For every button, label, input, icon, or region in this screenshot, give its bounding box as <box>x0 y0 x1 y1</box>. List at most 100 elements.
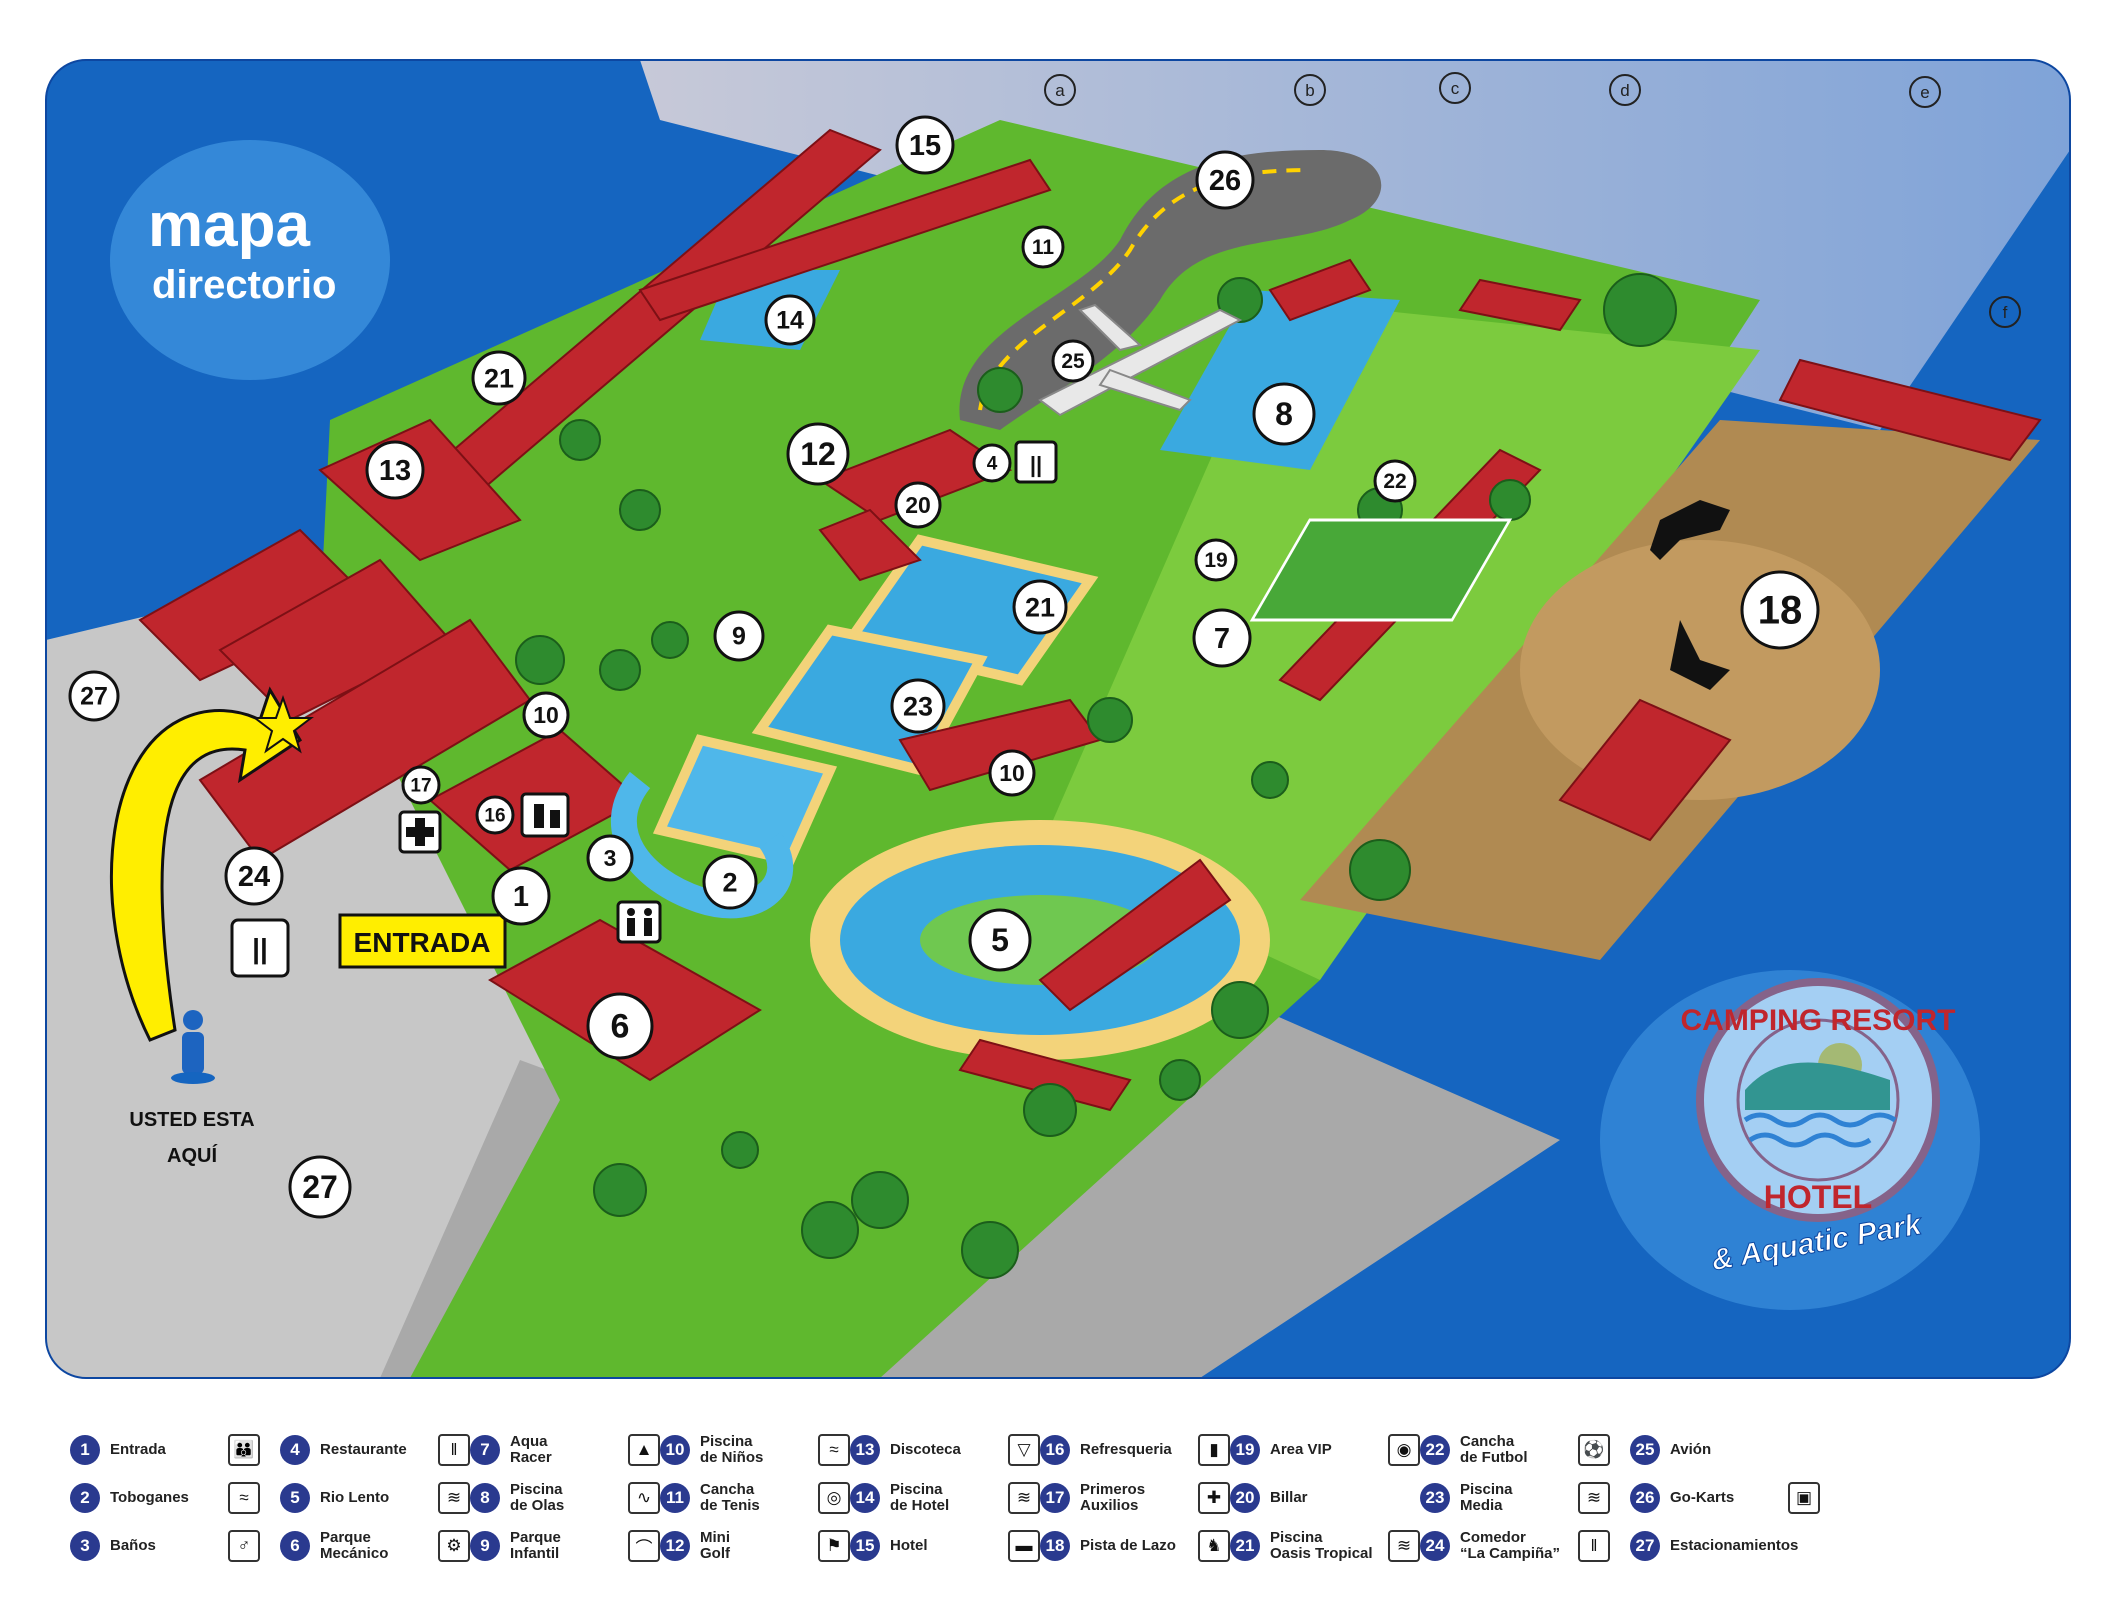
person-icon: ◉ <box>1388 1434 1420 1466</box>
map-marker-5[interactable]: 5 <box>968 908 1032 972</box>
svg-text:10: 10 <box>999 760 1025 786</box>
water-slide <box>610 771 794 919</box>
swimmer-icon: ≋ <box>1008 1482 1040 1514</box>
map-marker-10[interactable]: 10 <box>522 691 570 739</box>
legend-number: 8 <box>470 1483 500 1513</box>
kids-pool-icon: ≈ <box>818 1434 850 1466</box>
legend-label: Mini Golf <box>700 1529 730 1562</box>
map-marker-20[interactable]: 20 <box>894 481 942 529</box>
map-marker-3[interactable]: 3 <box>586 834 634 882</box>
map-marker-16[interactable]: 16 <box>475 795 515 835</box>
svg-text:13: 13 <box>379 455 411 487</box>
grid-letter-d: d <box>1609 74 1641 106</box>
legend-item-27: 27 Estacionamientos <box>1630 1526 1799 1566</box>
map-marker-19[interactable]: 19 <box>1194 538 1238 582</box>
legend-label: Pista de Lazo <box>1080 1537 1176 1554</box>
map-marker-9[interactable]: 9 <box>713 610 765 662</box>
map-title-line1: mapa <box>148 191 310 260</box>
svg-text:c: c <box>1451 79 1460 98</box>
map-marker-27[interactable]: 27 <box>68 670 120 722</box>
map-marker-21[interactable]: 21 <box>1012 579 1068 635</box>
map-marker-25[interactable]: 25 <box>1051 339 1095 383</box>
legend-number: 11 <box>660 1483 690 1513</box>
swimmer-icon: ≋ <box>1388 1530 1420 1562</box>
legend-number: 19 <box>1230 1435 1260 1465</box>
map-marker-7[interactable]: 7 <box>1192 608 1252 668</box>
svg-text:17: 17 <box>410 775 431 796</box>
map-restaurant-4-icon: || <box>1014 440 1058 484</box>
map-marker-21[interactable]: 21 <box>471 350 527 406</box>
legend-number: 15 <box>850 1531 880 1561</box>
map-marker-8[interactable]: 8 <box>1252 382 1316 446</box>
map-marker-12[interactable]: 12 <box>786 422 850 486</box>
grid-letter-b: b <box>1294 74 1326 106</box>
map-marker-23[interactable]: 23 <box>890 678 946 734</box>
legend-label: Piscina de Niños <box>700 1433 764 1466</box>
map-marker-17[interactable]: 17 <box>401 765 441 805</box>
map-marker-1[interactable]: 1 <box>491 866 551 926</box>
legend-label: Go-Karts <box>1670 1489 1735 1506</box>
map-marker-22[interactable]: 22 <box>1373 459 1417 503</box>
svg-text:4: 4 <box>987 453 998 474</box>
legend-label: Comedor “La Campiña” <box>1460 1529 1561 1562</box>
map-marker-2[interactable]: 2 <box>702 854 758 910</box>
legend-label: Estacionamientos <box>1670 1537 1799 1554</box>
svg-text:||: || <box>1030 452 1042 477</box>
map-marker-18[interactable]: 18 <box>1740 570 1820 650</box>
logo-splash <box>1600 970 1980 1310</box>
legend-label: Entrada <box>110 1441 166 1458</box>
drink-icon: ▮ <box>1198 1434 1230 1466</box>
legend-label: Refresqueria <box>1080 1441 1172 1458</box>
svg-text:26: 26 <box>1209 165 1241 197</box>
svg-text:5: 5 <box>991 922 1009 958</box>
map-marker-6[interactable]: 6 <box>586 992 654 1060</box>
legend-number: 25 <box>1630 1435 1660 1465</box>
entrance-label: ENTRADA <box>354 927 491 958</box>
legend-number: 23 <box>1420 1483 1450 1513</box>
svg-text:b: b <box>1305 81 1314 100</box>
legend-label: Aqua Racer <box>510 1433 552 1466</box>
map-marker-11[interactable]: 11 <box>1021 225 1065 269</box>
legend-number: 27 <box>1630 1531 1660 1561</box>
legend-label: Rio Lento <box>320 1489 390 1506</box>
svg-text:3: 3 <box>604 845 617 871</box>
svg-text:8: 8 <box>1275 396 1293 432</box>
logo-arc-top: CAMPING RESORT <box>1680 1004 1955 1037</box>
map-marker-14[interactable]: 14 <box>764 294 816 346</box>
map-marker-13[interactable]: 13 <box>365 440 425 500</box>
fork-knife-icon: ‖ <box>438 1434 470 1466</box>
trees <box>515 273 1677 1279</box>
svg-text:27: 27 <box>80 683 108 711</box>
star-icon <box>252 694 314 754</box>
grid-letter-f: f <box>1989 296 2021 328</box>
map-marker-27[interactable]: 27 <box>288 1155 352 1219</box>
map-marker-10[interactable]: 10 <box>988 749 1036 797</box>
legend-number: 9 <box>470 1531 500 1561</box>
map-marker-24[interactable]: 24 <box>224 846 284 906</box>
go-kart-icon: ▣ <box>1788 1482 1820 1514</box>
map-marker-4[interactable]: 4 <box>972 443 1012 483</box>
map-marker-26[interactable]: 26 <box>1195 150 1255 210</box>
legend-number: 4 <box>280 1435 310 1465</box>
svg-text:24: 24 <box>238 861 270 893</box>
swimmer-icon: ≋ <box>438 1482 470 1514</box>
map-marker-15[interactable]: 15 <box>895 115 955 175</box>
svg-text:27: 27 <box>302 1169 338 1205</box>
svg-text:12: 12 <box>800 436 836 472</box>
legend-number: 1 <box>70 1435 100 1465</box>
svg-text:a: a <box>1055 81 1065 100</box>
horse-icon: ♞ <box>1198 1530 1230 1562</box>
swimmer-icon: ≋ <box>1578 1482 1610 1514</box>
legend-number: 14 <box>850 1483 880 1513</box>
